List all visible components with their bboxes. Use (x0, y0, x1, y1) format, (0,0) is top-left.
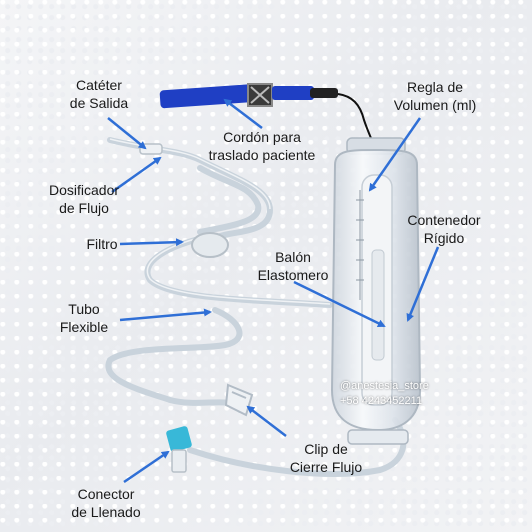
label-regla-de-volumen: Regla de Volumen (ml) (393, 79, 477, 113)
label-balon-elastomero: Balón Elastomero (257, 249, 329, 283)
filter-body (191, 232, 229, 258)
filling-connector (166, 426, 192, 473)
label-clip-cierre-flujo: Clip de Cierre Flujo (289, 441, 363, 475)
watermark-handle: @anestesia_store (340, 380, 429, 392)
lanyard-strap (159, 83, 377, 151)
rigid-container (330, 137, 422, 445)
label-tubo-flexible: Tubo Flexible (59, 301, 109, 335)
label-contenedor-rigido: Contenedor Rígido (407, 212, 481, 246)
label-conector-de-llenado: Conector de Llenado (71, 486, 141, 520)
watermark-phone: +58 4243452211 (340, 395, 423, 407)
label-cordon-traslado: Cordón para traslado paciente (208, 129, 316, 163)
label-filtro: Filtro (86, 236, 118, 252)
flow-clip (224, 383, 254, 417)
label-cateter-de-salida: Catéter de Salida (69, 77, 129, 111)
callout-arrows (107, 98, 440, 484)
label-dosificador-de-flujo: Dosificador de Flujo (48, 182, 120, 216)
